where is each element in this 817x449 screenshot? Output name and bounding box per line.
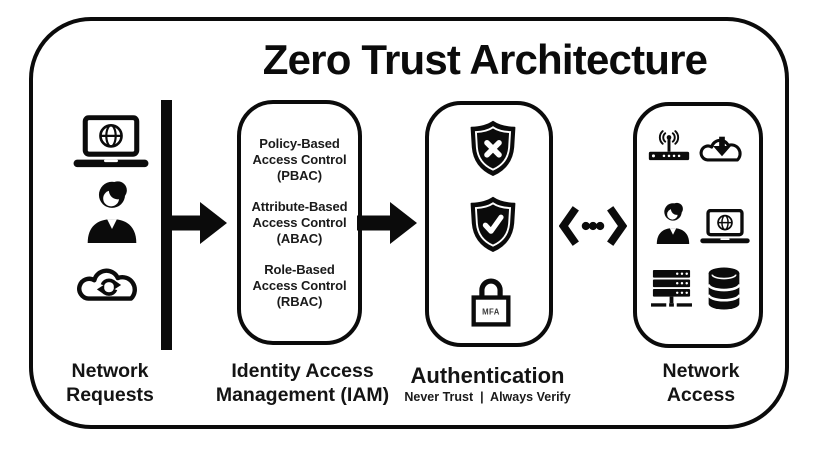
label-line: Requests (66, 383, 154, 406)
laptop-globe-icon (699, 209, 751, 245)
server-rack-icon (650, 269, 693, 309)
database-icon (707, 267, 741, 310)
user-icon (655, 202, 691, 244)
shield-verify-icon (469, 196, 517, 252)
label-line: Management (IAM) (215, 383, 390, 406)
iam-box: Policy-Based Access Control (PBAC) Attri… (237, 100, 362, 345)
gateway-divider-bar (161, 100, 172, 350)
shield-deny-icon (469, 120, 517, 176)
mfa-label: MFA (482, 307, 500, 316)
abac-item: Attribute-Based Access Control (ABAC) (251, 199, 347, 247)
abac-line: (ABAC) (276, 230, 323, 246)
pbac-item: Policy-Based Access Control (PBAC) (253, 136, 347, 184)
rbac-line: Access Control (252, 277, 347, 293)
user-icon (85, 180, 139, 243)
authentication-box: MFA (425, 101, 553, 347)
abac-line: Access Control (252, 214, 347, 230)
abac-line: Attribute-Based (251, 198, 348, 214)
network-access-box (633, 102, 763, 348)
laptop-globe-icon (72, 115, 150, 170)
label-line: Network (662, 360, 740, 382)
pbac-line: Access Control (252, 151, 347, 167)
rbac-line: (RBAC) (276, 293, 323, 309)
wireless-router-icon (648, 129, 690, 161)
pbac-line: (PBAC) (277, 167, 322, 183)
diagram-title: Zero Trust Architecture (262, 36, 708, 83)
cloud-download-icon (696, 130, 748, 163)
diagram-border (29, 17, 789, 429)
label-line: Network (71, 360, 149, 382)
network-requests-label: Network Requests (30, 360, 190, 407)
label-line: Access (666, 383, 736, 406)
authentication-label: Authentication Never Trust | Always Veri… (395, 363, 580, 405)
rbac-line: Role-Based (264, 261, 335, 277)
iam-label: Identity Access Management (IAM) (210, 360, 395, 407)
network-access-label: Network Access (622, 360, 780, 407)
cloud-sync-icon (72, 256, 146, 303)
label-line: Authentication (410, 363, 565, 388)
pbac-line: Policy-Based (259, 135, 340, 151)
bidirectional-dotted-arrow (559, 206, 627, 246)
flow-arrow-iam-to-authentication (357, 200, 419, 246)
mfa-lock-icon: MFA (471, 278, 511, 327)
flow-arrow-requests-to-iam (167, 200, 229, 246)
authentication-motto: Never Trust | Always Verify (404, 390, 571, 404)
label-line: Identity Access (231, 360, 374, 382)
rbac-item: Role-Based Access Control (RBAC) (253, 262, 347, 310)
